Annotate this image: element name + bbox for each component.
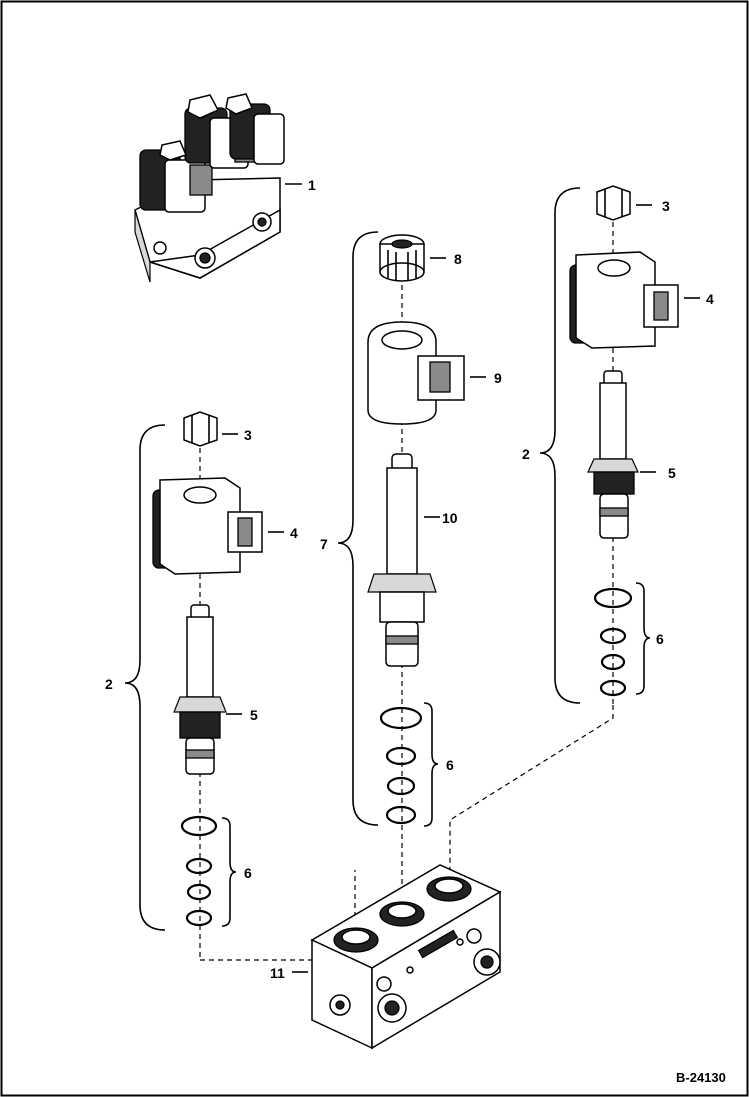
callout-6-left: 6 xyxy=(244,865,252,881)
callout-5-right: 5 xyxy=(668,465,676,481)
callout-10: 10 xyxy=(442,510,458,526)
part-4-coil-right xyxy=(569,251,679,349)
callout-6-center: 6 xyxy=(446,757,454,773)
part-1-valve-assembly xyxy=(134,93,285,283)
part-10-cartridge-center xyxy=(367,453,437,667)
part-3-nut-right xyxy=(596,185,631,221)
callout-6-right: 6 xyxy=(656,631,664,647)
figure-id: B-24130 xyxy=(676,1070,726,1085)
callout-7: 7 xyxy=(320,536,328,552)
callout-9: 9 xyxy=(494,370,502,386)
callout-1: 1 xyxy=(308,177,316,193)
brace-6-center xyxy=(423,702,439,827)
part-6-seals-right xyxy=(593,587,633,697)
brace-6-left xyxy=(221,817,237,927)
callout-11: 11 xyxy=(270,965,285,981)
callout-2-left: 2 xyxy=(105,676,113,692)
brace-2-right xyxy=(539,187,581,704)
brace-6-right xyxy=(635,582,651,695)
part-9-coil-round xyxy=(367,321,465,425)
callout-4-right: 4 xyxy=(706,291,714,307)
brace-7 xyxy=(337,231,379,826)
part-5-cartridge-right xyxy=(587,370,639,539)
brace-2-left xyxy=(124,424,166,931)
part-5-cartridge-left xyxy=(173,604,227,775)
part-6-seals-left xyxy=(180,815,218,927)
part-3-nut-left xyxy=(183,411,218,447)
part-11-valve-body xyxy=(310,864,502,1050)
callout-3-left: 3 xyxy=(244,427,252,443)
callout-8: 8 xyxy=(454,251,462,267)
callout-3-right: 3 xyxy=(662,198,670,214)
part-8-knurled-nut xyxy=(379,234,425,282)
callout-4-left: 4 xyxy=(290,525,298,541)
part-4-coil-left xyxy=(152,477,263,575)
part-6-seals-center xyxy=(379,706,423,825)
callout-2-right: 2 xyxy=(522,446,530,462)
callout-5-left: 5 xyxy=(250,707,258,723)
